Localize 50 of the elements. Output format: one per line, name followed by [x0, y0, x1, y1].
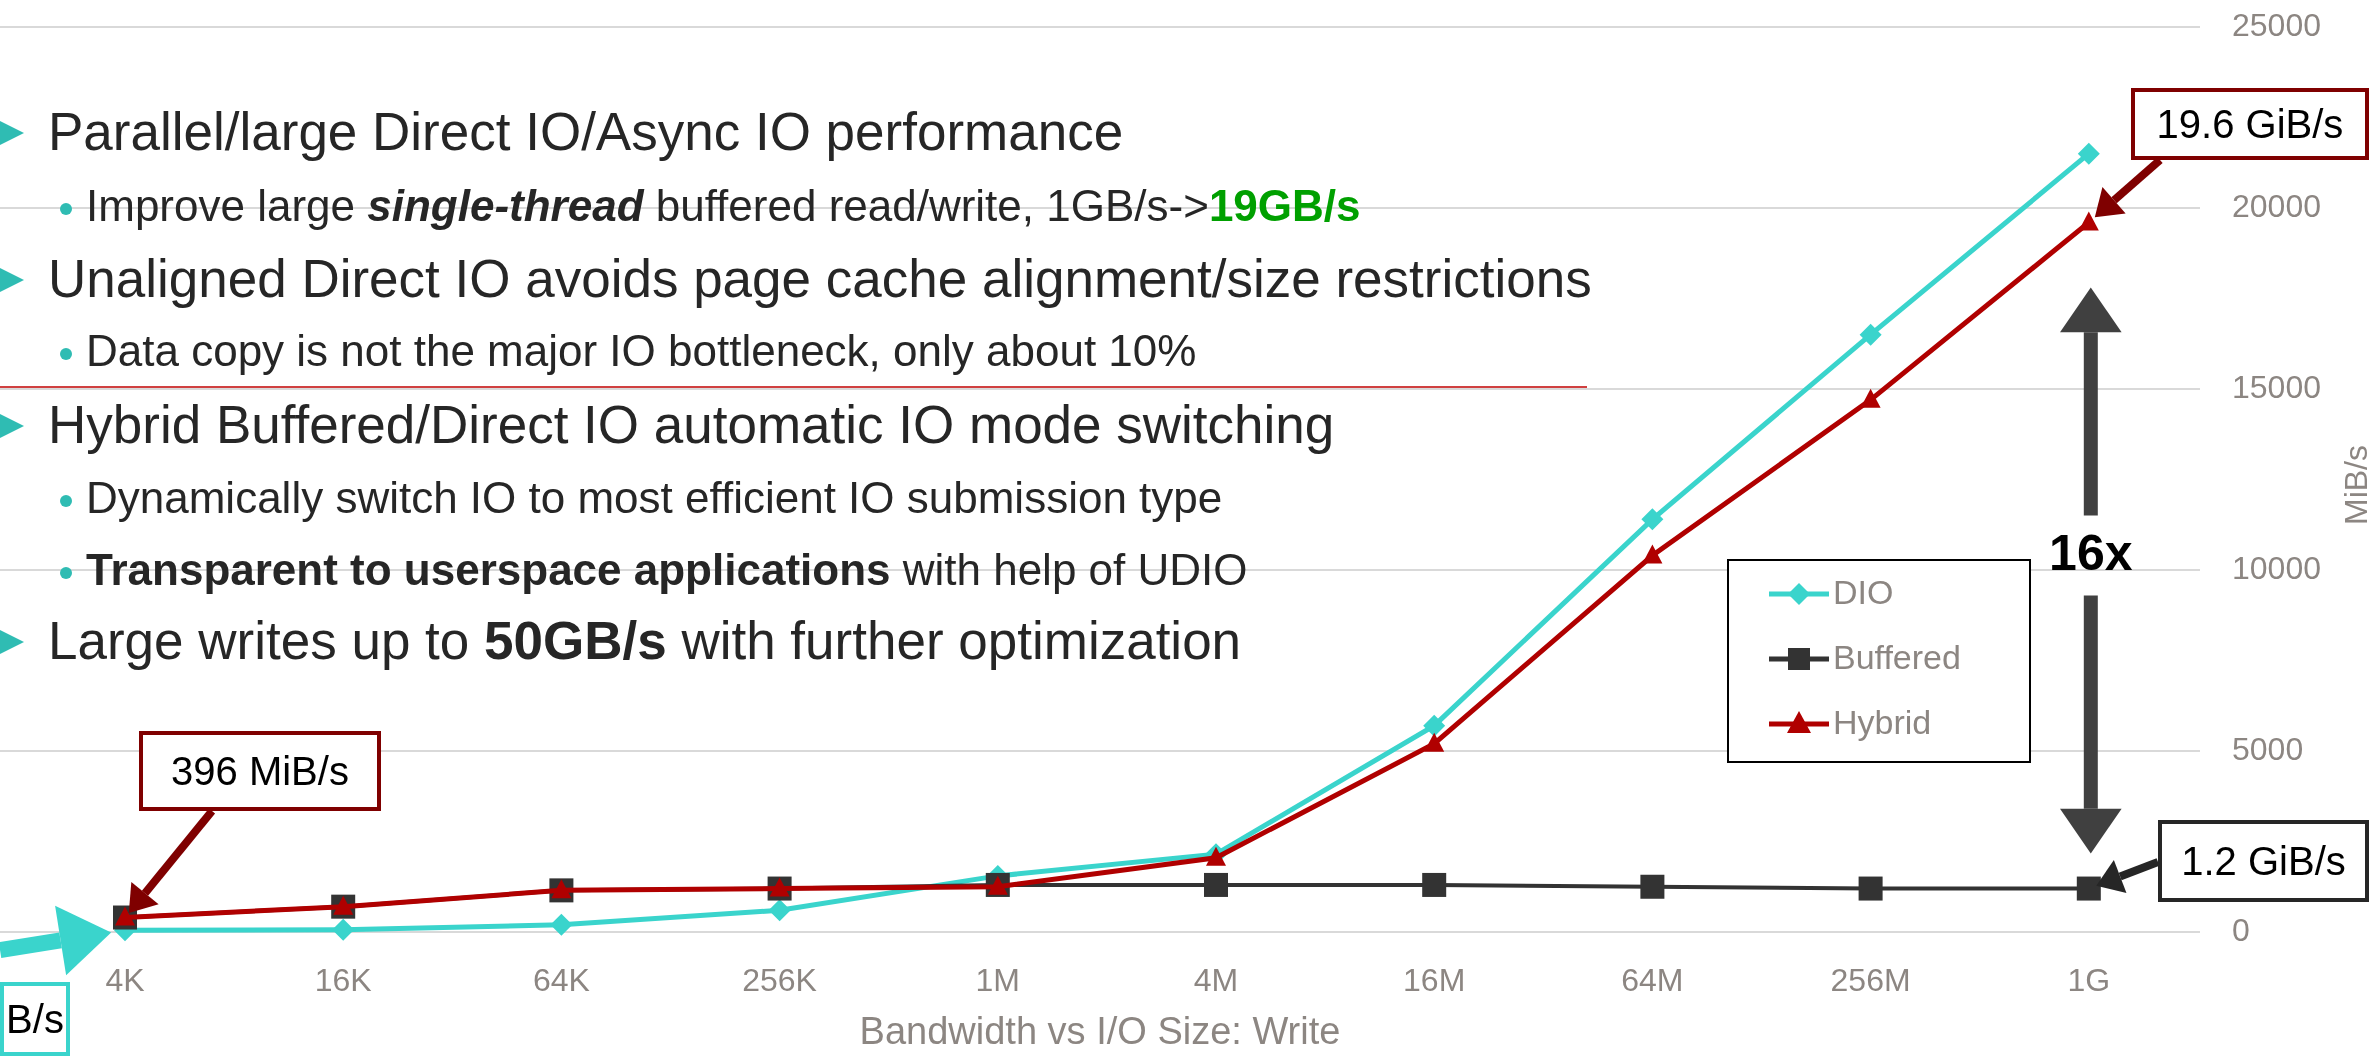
- axis-tick-label: 64K: [531, 962, 591, 999]
- callout-label: 1.2 GiB/s: [2158, 820, 2369, 902]
- axis-tick-label: 16M: [1402, 962, 1467, 999]
- point: [1642, 544, 1663, 564]
- point: [1422, 872, 1447, 897]
- axis-tick-label: 1M: [974, 962, 1021, 999]
- legend-label: Hybrid: [1833, 703, 1932, 742]
- bullet-text: Data copy is not the major IO bottleneck, only about 10%: [86, 324, 1197, 377]
- bullet-text: Unaligned Direct IO avoids page cache alignment/size restrictions: [48, 248, 1592, 311]
- bullet-text: Parallel/large Direct IO/Async IO performance: [48, 101, 1124, 164]
- axis-tick-label: 16K: [313, 962, 373, 999]
- axis-tick-label: 4K: [104, 962, 146, 999]
- legend-label: Buffered: [1833, 638, 1961, 677]
- point: [1858, 876, 1883, 901]
- callout-label: 396 MiB/s: [139, 731, 381, 811]
- axis-title: MiB/s: [2338, 445, 2369, 525]
- point: [1424, 732, 1445, 752]
- axis-tick-label: 25000: [2232, 7, 2321, 44]
- callout-label: 19.6 GiB/s: [2131, 88, 2369, 160]
- point: [1204, 872, 1228, 897]
- axis-tick-label: 15000: [2232, 369, 2321, 406]
- point: [1423, 714, 1446, 737]
- axis-tick-label: 0: [2232, 912, 2250, 949]
- axis-tick-label: 256K: [741, 962, 818, 999]
- axis-tick-label: 1G: [2066, 962, 2112, 999]
- bullet-text: Dynamically switch IO to most efficient IO submission type: [86, 471, 1223, 524]
- point: [2077, 142, 2100, 165]
- axis-tick-label: 4M: [1192, 962, 1240, 999]
- bullet-text: Transparent to userspace applications with help of UDIO: [86, 543, 1248, 596]
- point: [768, 899, 791, 922]
- bullet-text: Hybrid Buffered/Direct IO automatic IO mode switching: [48, 394, 1335, 457]
- bullet-text: Improve large single-thread buffered read/write, 1GB/s->19GB/s: [86, 179, 1361, 232]
- axis-tick-label: 20000: [2232, 188, 2321, 225]
- axis-tick-label: 64M: [1620, 962, 1685, 999]
- ratio-label: 16x: [2048, 523, 2134, 582]
- point: [1859, 323, 1882, 346]
- point: [550, 913, 573, 936]
- point: [2076, 876, 2101, 901]
- point: [1860, 388, 1881, 408]
- axis-tick-label: 256M: [1829, 962, 1912, 999]
- axis-tick-label: 5000: [2232, 731, 2304, 768]
- legend-label: DIO: [1833, 573, 1894, 612]
- bullet-text: Large writes up to 50GB/s with further optimization: [48, 610, 1242, 673]
- point: [2078, 211, 2099, 231]
- point: [1640, 874, 1665, 899]
- axis-tick-label: 10000: [2232, 550, 2321, 587]
- callout-label: B/s: [0, 982, 70, 1056]
- point: [1641, 508, 1664, 531]
- chart-title: Bandwidth vs I/O Size: Write: [858, 1010, 1342, 1053]
- point: [332, 918, 355, 941]
